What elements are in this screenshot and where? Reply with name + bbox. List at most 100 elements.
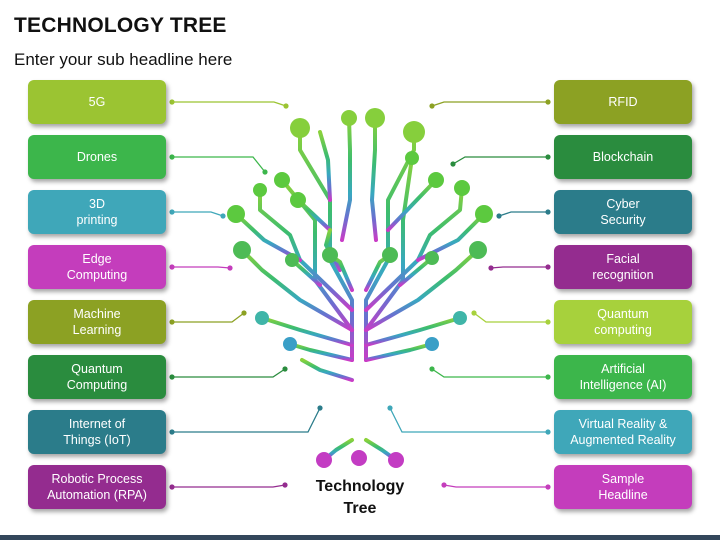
tree-node <box>428 172 444 188</box>
tree-node <box>285 253 299 267</box>
connector-dot <box>545 374 551 380</box>
tree-node <box>405 151 419 165</box>
tree-node <box>454 180 470 196</box>
connector-dot <box>220 213 226 219</box>
tree-label: Technology Tree <box>315 478 405 517</box>
connector-line <box>172 484 286 488</box>
tree-node <box>290 118 310 138</box>
connector-dot <box>169 374 175 380</box>
connector-dot <box>545 264 551 270</box>
right-item-box: Artificial Intelligence (AI) <box>554 355 692 399</box>
tree-node <box>227 205 245 223</box>
right-item-box: RFID <box>554 80 692 124</box>
page-subtitle: Enter your sub headline here <box>14 50 233 69</box>
tree-node <box>255 311 269 325</box>
tree-branch <box>364 186 464 312</box>
tree-node <box>351 450 367 466</box>
connector-line <box>172 266 231 269</box>
connector-line <box>389 407 548 433</box>
tree-branch <box>234 212 302 262</box>
connector-line <box>172 211 224 217</box>
left-item-box: Quantum Computing <box>28 355 166 399</box>
connector-dot <box>387 405 393 411</box>
connector-dot <box>169 154 175 160</box>
connector-dot <box>169 99 175 105</box>
connector-line <box>172 101 287 107</box>
tree-node <box>274 172 290 188</box>
left-item-box: 3D printing <box>28 190 166 234</box>
connector-dot <box>169 209 175 215</box>
right-item-box: Cyber Security <box>554 190 692 234</box>
left-item-box: Internet of Things (IoT) <box>28 410 166 454</box>
tree-node <box>425 337 439 351</box>
tree-branch <box>364 342 434 362</box>
connector-line <box>172 156 266 173</box>
right-item-box: Facial recognition <box>554 245 692 289</box>
tree-branch <box>300 358 354 382</box>
tree-node <box>365 108 385 128</box>
connector-dot <box>282 482 288 488</box>
connector-dot <box>227 265 233 271</box>
tree-graphic <box>227 108 493 473</box>
connector-lines <box>169 99 551 490</box>
connector-dot <box>488 265 494 271</box>
connector-dot <box>496 213 502 219</box>
connector-dot <box>169 264 175 270</box>
tree-branch <box>364 248 480 332</box>
tree-node <box>388 452 404 468</box>
tree-node <box>316 452 332 468</box>
tree-node <box>453 311 467 325</box>
right-item-box: Blockchain <box>554 135 692 179</box>
connector-dot <box>429 366 435 372</box>
connector-line <box>473 312 548 323</box>
connector-line <box>443 484 548 488</box>
connector-dot <box>471 310 477 316</box>
tree-node <box>233 241 251 259</box>
tree-branch <box>386 178 438 232</box>
tree-node <box>475 205 493 223</box>
connector-dot <box>545 99 551 105</box>
tree-branch <box>258 188 354 312</box>
connector-line <box>452 156 548 165</box>
connector-dot <box>241 310 247 316</box>
left-item-box: Robotic Process Automation (RPA) <box>28 465 166 509</box>
tree-node <box>341 110 357 126</box>
tree-node <box>283 337 297 351</box>
tree-branch <box>364 316 462 347</box>
tree-node <box>425 251 439 265</box>
connector-line <box>172 407 321 433</box>
connector-line <box>498 211 548 217</box>
tree-branch <box>318 130 332 202</box>
connector-line <box>172 368 286 378</box>
connector-line <box>172 312 245 323</box>
connector-dot <box>169 319 175 325</box>
connector-dot <box>169 429 175 435</box>
right-item-box: Virtual Reality & Augmented Reality <box>554 410 692 454</box>
connector-dot <box>545 319 551 325</box>
connector-dot <box>262 169 268 175</box>
right-item-box: Quantum computing <box>554 300 692 344</box>
tree-node <box>253 183 267 197</box>
left-item-box: Edge Computing <box>28 245 166 289</box>
tree-node <box>469 241 487 259</box>
tree-branch <box>364 156 414 332</box>
tree-node <box>382 247 398 263</box>
connector-dot <box>545 209 551 215</box>
bottom-bar <box>0 535 720 540</box>
left-item-box: Machine Learning <box>28 300 166 344</box>
connector-dot <box>545 429 551 435</box>
tree-node <box>322 247 338 263</box>
connector-dot <box>169 484 175 490</box>
left-item-box: 5G <box>28 80 166 124</box>
connector-line <box>490 266 548 269</box>
right-item-box: Sample Headline <box>554 465 692 509</box>
connector-dot <box>429 103 435 109</box>
tree-branch <box>370 116 378 242</box>
connector-dot <box>450 161 456 167</box>
connector-dot <box>441 482 447 488</box>
connector-line <box>431 101 548 107</box>
tree-branch <box>288 342 354 362</box>
left-item-box: Drones <box>28 135 166 179</box>
connector-dot <box>282 366 288 372</box>
